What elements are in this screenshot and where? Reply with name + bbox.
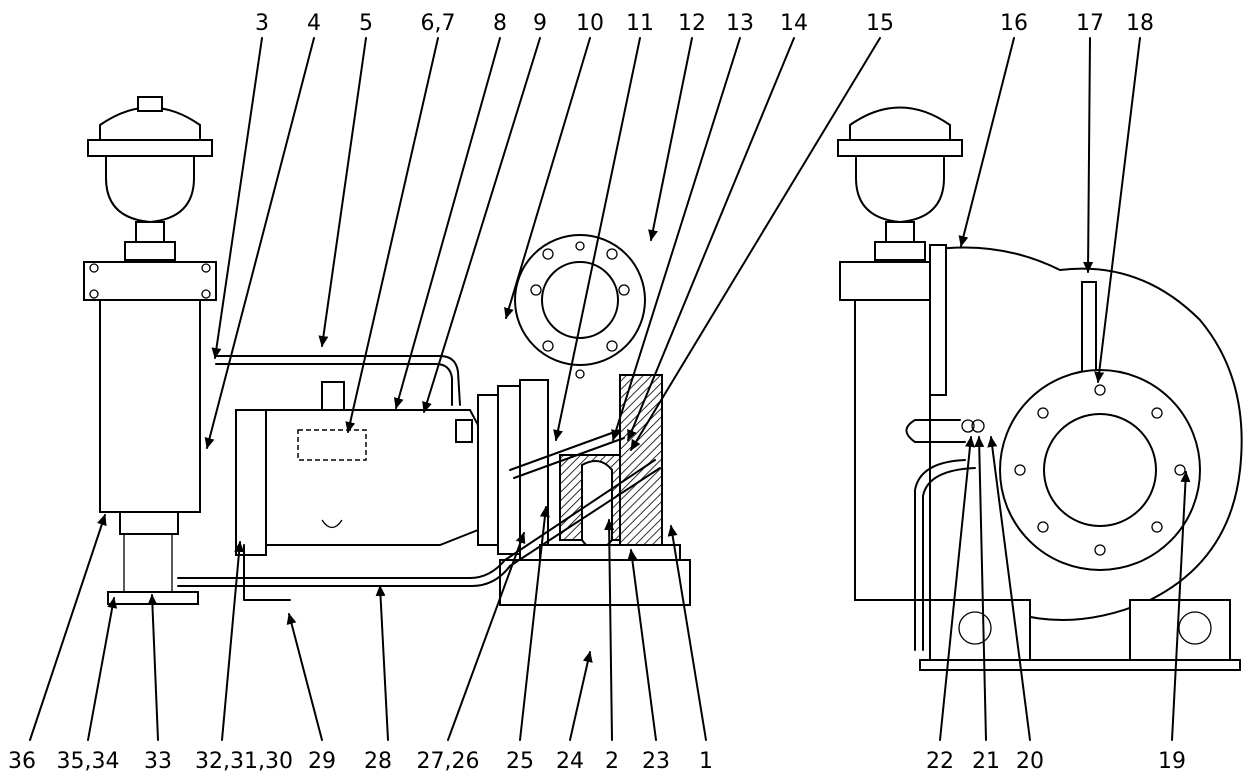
callout-label: 12 — [678, 11, 706, 36]
callout-label: 15 — [866, 11, 894, 36]
callout-label: 23 — [642, 749, 670, 774]
callout-label: 1 — [699, 749, 713, 774]
callout-label: 17 — [1076, 11, 1104, 36]
callout-label: 24 — [556, 749, 584, 774]
bottom-callout-labels: 36 35,34 33 32,31,30 29 28 27,26 25 24 2… — [8, 749, 1186, 774]
callout-label: 28 — [364, 749, 392, 774]
callout-label: 9 — [533, 11, 547, 36]
callout-label: 35,34 — [57, 749, 120, 774]
callout-label: 21 — [972, 749, 1000, 774]
front-piping — [905, 419, 985, 651]
callout-label: 11 — [626, 11, 654, 36]
callout-label: 19 — [1158, 749, 1186, 774]
strainer-tank-front — [839, 261, 931, 601]
callout-label: 8 — [493, 11, 507, 36]
bearing-housing — [235, 379, 549, 561]
top-callout-labels: 3 4 5 6,7 8 9 10 11 12 13 14 15 16 17 18 — [255, 11, 1154, 36]
callout-label: 6,7 — [421, 11, 456, 36]
callout-label: 25 — [506, 749, 534, 774]
leader-lines — [29, 37, 1191, 741]
callout-label: 3 — [255, 11, 269, 36]
callout-label: 27,26 — [417, 749, 480, 774]
discharge-flange — [514, 234, 646, 379]
callout-label: 16 — [1000, 11, 1028, 36]
piping — [177, 355, 661, 601]
side-view — [83, 96, 691, 606]
callout-label: 18 — [1126, 11, 1154, 36]
callout-label: 14 — [780, 11, 808, 36]
air-release-valve-front — [837, 106, 963, 261]
callout-label: 20 — [1016, 749, 1044, 774]
callout-label: 33 — [144, 749, 172, 774]
air-release-valve — [87, 96, 213, 261]
callout-label: 36 — [8, 749, 36, 774]
suction-flange — [999, 369, 1201, 571]
callout-label: 29 — [308, 749, 336, 774]
callout-label: 22 — [926, 749, 954, 774]
callout-label: 5 — [359, 11, 373, 36]
callout-label: 32,31,30 — [195, 749, 293, 774]
base-frame — [919, 599, 1241, 671]
callout-label: 2 — [605, 749, 619, 774]
callout-label: 4 — [307, 11, 321, 36]
callout-label: 10 — [576, 11, 604, 36]
front-view — [837, 106, 1243, 671]
callout-label: 13 — [726, 11, 754, 36]
strainer-tank — [83, 261, 217, 605]
